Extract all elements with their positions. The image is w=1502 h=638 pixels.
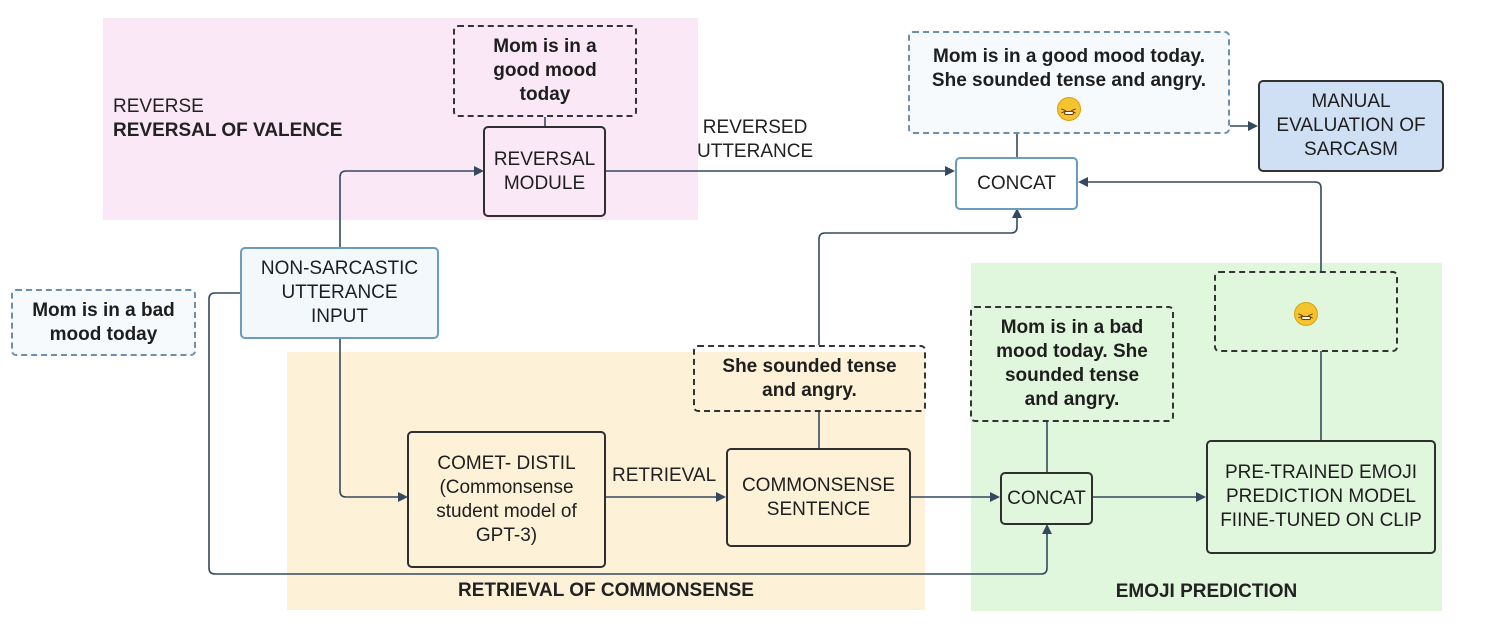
concat-main-node: CONCAT — [955, 157, 1078, 210]
comet-line1: COMET- DISTIL — [437, 452, 576, 474]
commonsense-sentence-line2: SENTENCE — [766, 498, 871, 520]
reversal-example-line1: Mom is in a — [493, 36, 597, 57]
commonsense-example-box: She sounded tense and angry. — [693, 345, 926, 412]
input-node-line1: NON-SARCASTIC — [260, 258, 419, 279]
tired-face-emoji-icon — [1057, 96, 1081, 123]
edge-output-to-concat — [1078, 177, 1322, 271]
emoji-model-line1: PRE-TRAINED EMOJI — [1224, 462, 1418, 483]
edge-input-to-reversal — [339, 166, 484, 247]
comet-line2: (Commonsense — [439, 476, 574, 498]
reverse-caption-line1: REVERSE — [113, 96, 204, 117]
emoji-region-caption: EMOJI PREDICTION — [1115, 581, 1298, 602]
manual-line1: MANUAL — [1311, 91, 1391, 112]
comet-distil-node: COMET- DISTIL (Commonsense student model… — [407, 431, 606, 568]
emoji-model-line3: FIINE-TUNED ON CLIP — [1220, 510, 1422, 531]
tired-face-emoji-icon — [1294, 301, 1318, 328]
commonsense-example-line2: and angry. — [762, 379, 857, 401]
final-example-line1: Mom is in a good mood today. — [933, 45, 1205, 67]
concat-small-label: CONCAT — [1007, 487, 1086, 509]
reversal-example-box: Mom is in a good mood today — [453, 25, 637, 117]
final-example-line2: She sounded tense and angry. — [931, 69, 1207, 91]
final-example-box: Mom is in a good mood today. She sounded… — [908, 31, 1230, 134]
input-example-line2: mood today — [49, 323, 158, 345]
concat-example-line3: sounded tense — [1004, 365, 1140, 386]
edge-input-bypass — [208, 292, 1052, 575]
comet-line4: GPT-3) — [475, 524, 538, 546]
manual-evaluation-node: MANUAL EVALUATION OF SARCASM — [1258, 80, 1444, 172]
commonsense-sentence-node: COMMONSENSE SENTENCE — [726, 448, 911, 547]
reversal-example-line2: good mood — [493, 60, 597, 81]
commonsense-sentence-line1: COMMONSENSE — [741, 474, 896, 496]
commonsense-region-caption: RETRIEVAL OF COMMONSENSE — [458, 580, 754, 601]
retrieval-label: RETRIEVAL — [612, 465, 717, 486]
input-example-box: Mom is in a bad mood today — [11, 289, 196, 356]
concat-example-line4: and angry. — [1024, 389, 1120, 410]
reversed-label-line1: REVERSED — [702, 117, 808, 138]
emoji-model-node: PRE-TRAINED EMOJI PREDICTION MODEL FIINE… — [1206, 440, 1436, 554]
reversal-module-line2: MODULE — [503, 172, 586, 194]
manual-line2: EVALUATION OF — [1276, 115, 1426, 136]
manual-line3: SARCASM — [1304, 139, 1398, 160]
input-example-line1: Mom is in a bad — [32, 299, 175, 321]
edge-example-to-concat — [818, 208, 1022, 345]
edge-input-to-comet — [339, 339, 408, 502]
concat-example-line2: mood today. She — [996, 341, 1148, 362]
reverse-region-caption: REVERSE REVERSAL OF VALENCE — [113, 95, 342, 143]
commonsense-example-line1: She sounded tense — [722, 355, 897, 377]
concat-main-label: CONCAT — [977, 172, 1056, 194]
commonsense-region — [287, 352, 925, 610]
input-node-line3: INPUT — [311, 306, 368, 327]
non-sarcastic-input-node: NON-SARCASTIC UTTERANCE INPUT — [240, 247, 439, 339]
concat-example-box: Mom is in a bad mood today. She sounded … — [970, 306, 1174, 422]
reverse-region — [103, 18, 698, 220]
input-node-line2: UTTERANCE — [281, 282, 398, 303]
emoji-model-line2: PREDICTION MODEL — [1225, 486, 1417, 507]
reversal-module-node: REVERSAL MODULE — [483, 126, 606, 217]
reverse-caption-line2: REVERSAL OF VALENCE — [113, 120, 343, 141]
reversal-module-line1: REVERSAL — [493, 148, 596, 170]
concat-example-line1: Mom is in a bad — [1000, 317, 1144, 338]
reversed-label-line2: UTTERANCE — [697, 141, 814, 162]
comet-line3: student model of — [436, 500, 577, 522]
concat-small-node: CONCAT — [1000, 472, 1093, 525]
reversed-utterance-label: REVERSED UTTERANCE — [697, 116, 813, 164]
emoji-output-box — [1214, 271, 1398, 352]
reversal-example-line3: today — [519, 84, 571, 105]
